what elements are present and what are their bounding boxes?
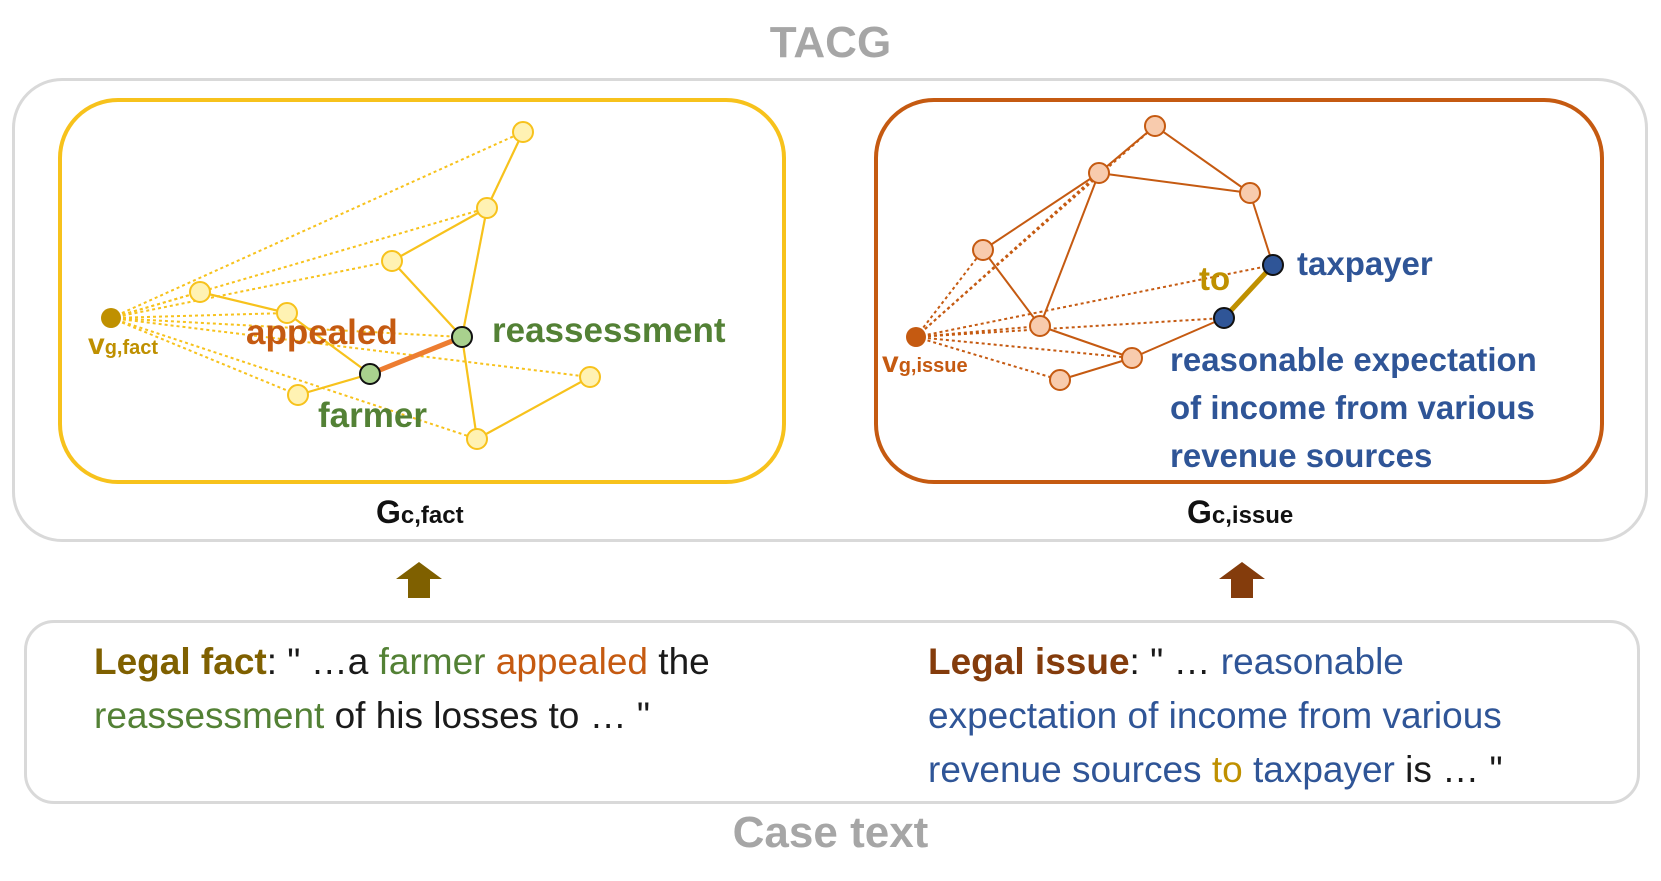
label-appealed: appealed (246, 313, 398, 352)
fact-arrow-icon (396, 562, 442, 598)
fact-word-appealed: appealed (495, 641, 649, 682)
tacg-container (12, 78, 1648, 542)
fact-word-reassessment: reassessment (94, 695, 325, 736)
issue-word-to: to (1211, 749, 1243, 790)
node-taxpayer (1262, 254, 1284, 276)
fact-nodes (189, 121, 601, 450)
label-taxpayer: taxpayer (1297, 245, 1433, 282)
label-farmer: farmer (318, 396, 427, 435)
issue-edges (982, 125, 1274, 381)
issue-word-taxpayer: taxpayer (1252, 749, 1395, 790)
tacg-title: TACG (769, 18, 892, 67)
fact-graph-frame (58, 98, 786, 484)
issue-highlight-edge (1222, 263, 1275, 320)
case-text-title: Case text (732, 808, 929, 857)
node-farmer (359, 363, 381, 385)
fact-graph-name: Gc,fact (376, 494, 464, 530)
node-expectation (1213, 307, 1235, 329)
issue-graph-frame (874, 98, 1604, 484)
fact-word-farmer: farmer (378, 641, 486, 682)
label-to: to (1199, 260, 1231, 297)
label-expectation: reasonable expectation of income from va… (1170, 341, 1537, 474)
legal-fact-label: Legal fact (94, 641, 267, 682)
issue-global-node-label: vg,issue (882, 346, 968, 379)
label-reassessment: reassessment (492, 311, 726, 350)
issue-graph-name: Gc,issue (1187, 494, 1294, 530)
fact-edges (199, 131, 591, 440)
issue-arrow-icon (1219, 562, 1265, 598)
case-text-container (24, 620, 1640, 804)
issue-global-edges (915, 125, 1274, 381)
issue-global-node (906, 327, 926, 347)
fact-global-edges (110, 131, 591, 440)
fact-global-node (101, 308, 121, 328)
legal-issue-label: Legal issue (928, 641, 1130, 682)
node-reassessment (451, 326, 473, 348)
issue-nodes (972, 115, 1261, 391)
fact-global-node-label: vg,fact (88, 328, 159, 361)
fact-highlight-edge (369, 334, 463, 377)
